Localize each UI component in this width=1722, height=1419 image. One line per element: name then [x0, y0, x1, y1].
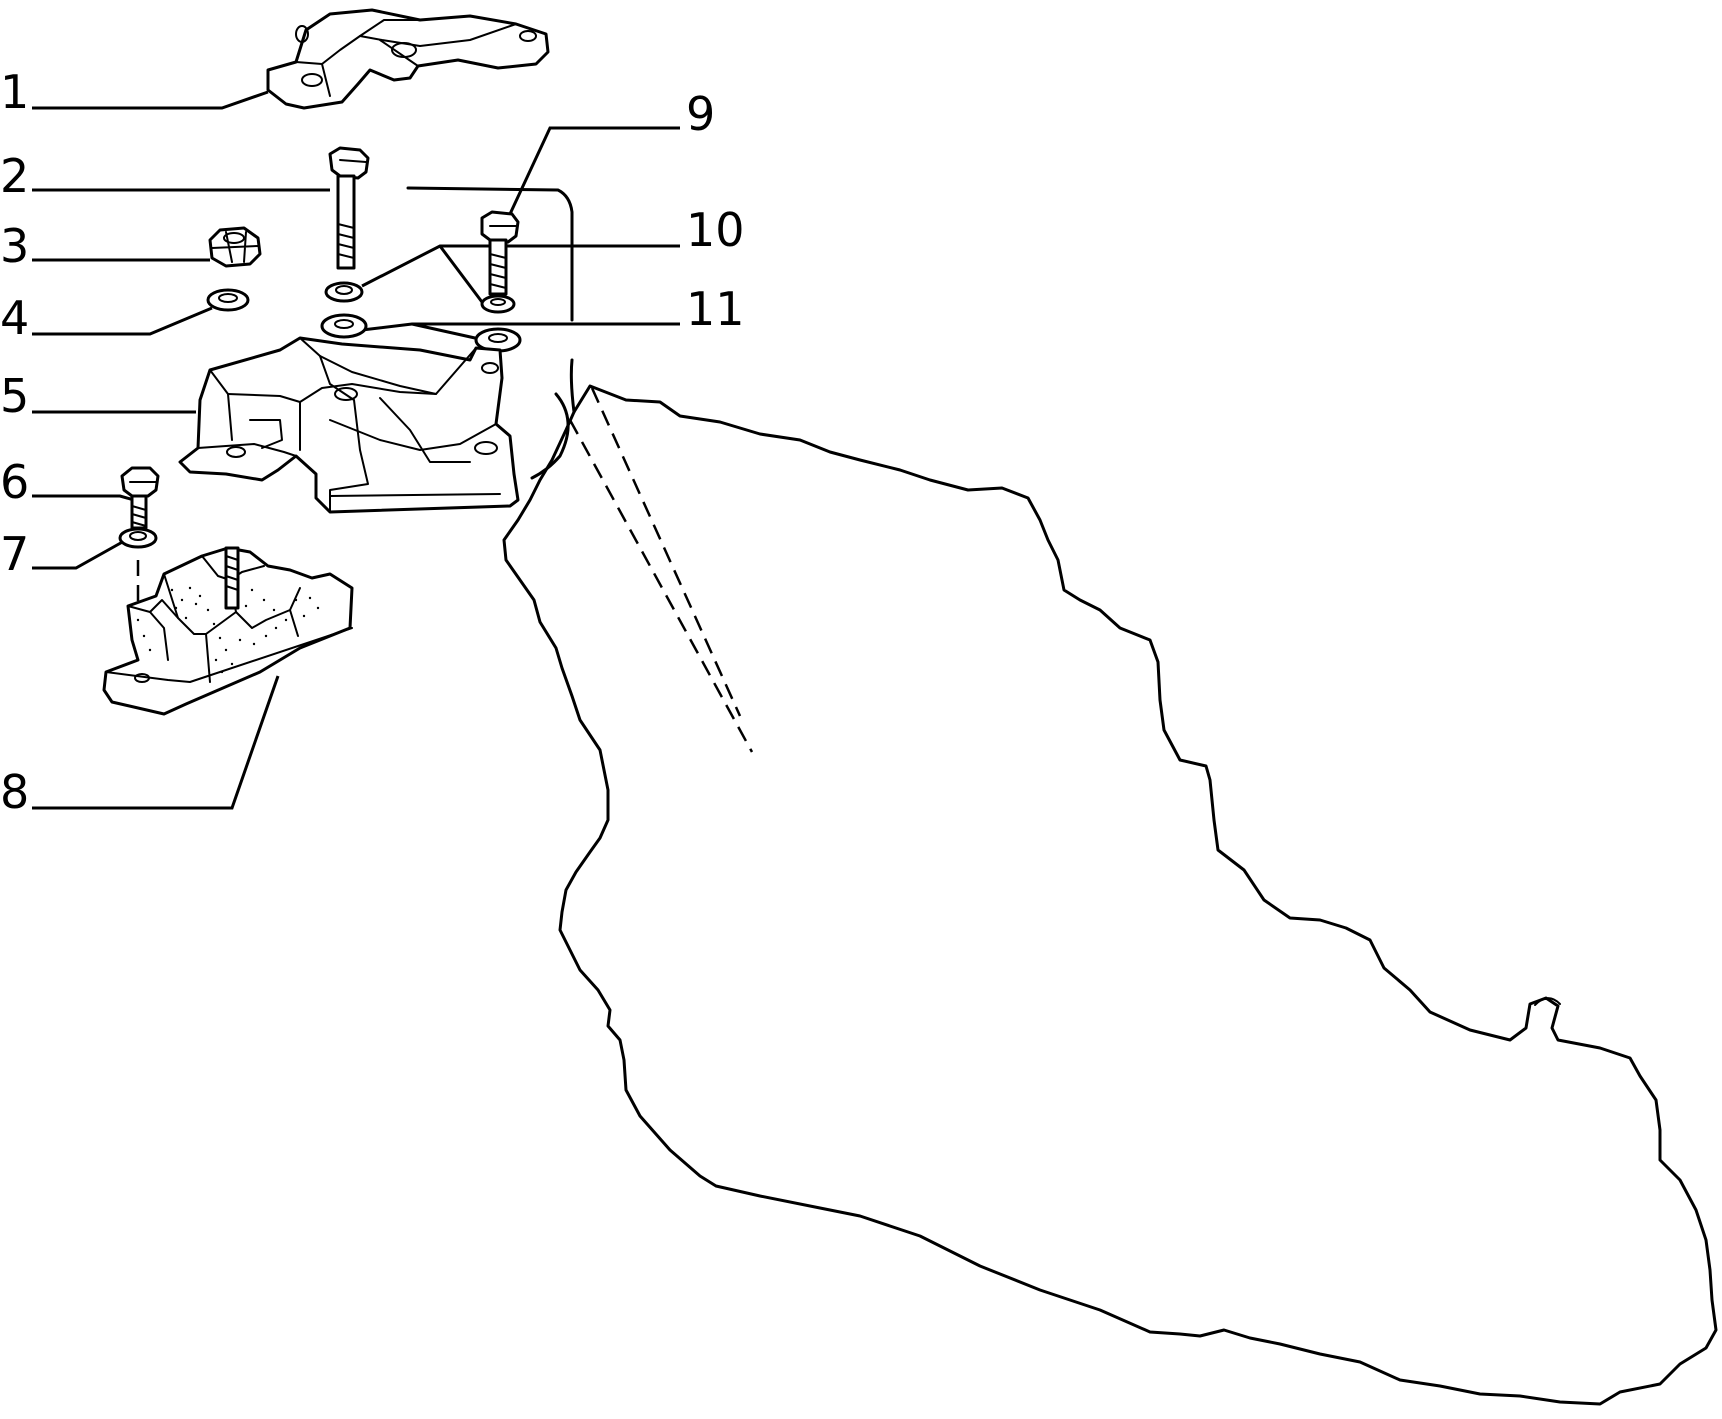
callout-10: 10	[686, 203, 745, 257]
callout-4: 4	[0, 291, 29, 345]
nut-part	[208, 226, 262, 268]
leader-10	[361, 244, 680, 288]
callout-5: 5	[0, 369, 29, 423]
bolt-9-part	[474, 210, 522, 353]
leader-lines	[32, 90, 680, 810]
leader-7	[32, 538, 127, 570]
callout-2: 2	[0, 149, 29, 203]
leader-11	[361, 322, 680, 332]
group-bracket-line	[406, 186, 574, 322]
rubber-mount-part	[102, 546, 354, 716]
hidden-line-1	[590, 387, 742, 717]
lock-washer-part	[118, 527, 158, 608]
leader-9	[508, 126, 680, 215]
washer-stack-left	[320, 281, 368, 339]
callout-9: 9	[686, 87, 715, 141]
upper-bracket-part	[266, 8, 550, 110]
callout-1: 1	[0, 65, 29, 119]
callout-6: 6	[0, 455, 29, 509]
leader-1	[32, 90, 269, 110]
leader-11b	[411, 322, 485, 342]
callout-7: 7	[0, 527, 29, 581]
short-bolt-part	[120, 466, 160, 530]
leader-4	[32, 306, 213, 336]
long-bolt-part	[328, 146, 370, 270]
leader-6	[32, 494, 135, 502]
leader-8	[32, 675, 280, 810]
callout-11: 11	[686, 282, 745, 336]
engine-outline-path	[502, 384, 1718, 1406]
callout-8: 8	[0, 765, 29, 819]
callout-3: 3	[0, 219, 29, 273]
rubber-texture	[136, 586, 320, 674]
washer-part	[206, 288, 250, 312]
hidden-line-2	[568, 419, 754, 753]
engine-outline	[502, 358, 1718, 1406]
leader-10b	[438, 245, 484, 303]
support-bracket-part	[178, 336, 520, 514]
